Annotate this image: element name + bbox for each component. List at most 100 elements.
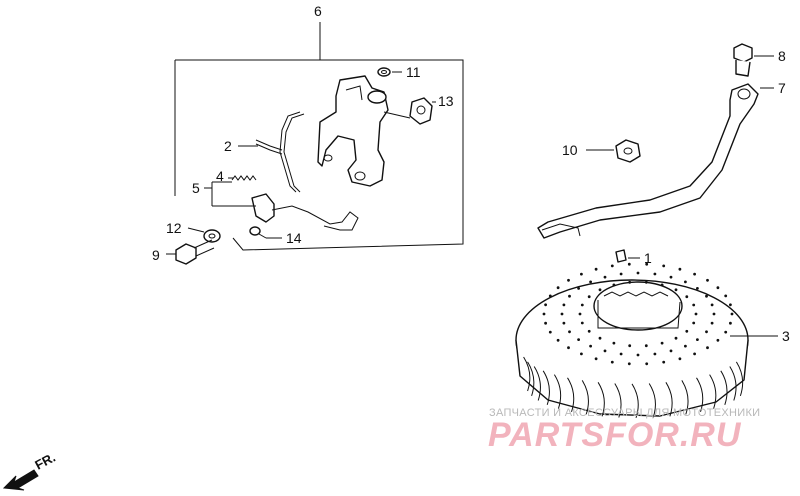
flywheel-hole	[669, 275, 673, 279]
flywheel-hole	[724, 330, 728, 334]
flywheel-hole	[706, 346, 709, 350]
flywheel-hole	[603, 275, 607, 279]
flywheel-hole	[705, 294, 708, 298]
arrow-icon	[2, 469, 39, 491]
flywheel-fin	[681, 380, 689, 415]
label-6: 6	[314, 3, 322, 19]
clip-13	[409, 97, 436, 125]
label-12: 12	[166, 220, 182, 236]
flywheel-hole	[692, 321, 696, 325]
flywheel-hole	[653, 272, 657, 276]
flywheel-hole	[692, 303, 696, 307]
flywheel-hole	[653, 352, 657, 356]
flywheel-hole	[627, 362, 631, 366]
flywheel-hole	[674, 336, 678, 340]
flywheel-fin	[735, 361, 744, 397]
flywheel-hole	[598, 288, 602, 292]
flywheel-hole	[619, 352, 623, 356]
flywheel-holes	[542, 262, 734, 366]
flywheel-fin	[709, 374, 717, 409]
label-14: 14	[286, 230, 302, 246]
flywheel-hole	[662, 264, 666, 268]
direction-arrow: FR.	[2, 450, 58, 491]
flywheel-hole	[587, 295, 591, 299]
direction-label: FR.	[32, 450, 58, 473]
flywheel-fin	[597, 382, 605, 417]
flywheel-hole	[712, 312, 716, 316]
flywheel-hole	[669, 349, 673, 353]
flywheel-hole	[560, 312, 564, 316]
label-3: 3	[782, 328, 790, 344]
washer-12	[187, 227, 221, 243]
flywheel-fin	[696, 377, 704, 412]
nut-11	[377, 67, 402, 77]
label-1: 1	[644, 250, 652, 266]
flywheel-hole	[587, 329, 591, 333]
flywheel-hole	[696, 338, 699, 341]
flywheel-hole	[580, 303, 584, 307]
flywheel-hole	[716, 338, 720, 342]
watermark-logo: PARTSFOR.RU	[488, 416, 742, 454]
flywheel-hole	[594, 357, 598, 361]
flywheel-hole	[594, 267, 598, 271]
label-4: 4	[216, 168, 224, 184]
flywheel-hole	[705, 330, 708, 334]
flywheel-hole	[567, 346, 570, 350]
label-9: 9	[152, 247, 160, 263]
flywheel-hole	[710, 303, 714, 307]
flywheel-hole	[544, 303, 547, 307]
label-10: 10	[562, 142, 578, 158]
flywheel-hole	[696, 287, 699, 290]
flywheel-hole	[612, 283, 616, 287]
flywheel-hole	[645, 262, 649, 266]
flywheel-hole	[660, 283, 664, 287]
flywheel-hole	[589, 344, 592, 348]
nut-10	[586, 139, 641, 163]
label-2: 2	[224, 138, 232, 154]
flywheel-fin	[614, 383, 622, 418]
flywheel-fin	[527, 361, 535, 397]
brake-arm-7	[537, 83, 774, 239]
assembly-box-6	[174, 22, 464, 251]
flywheel-hole	[556, 286, 560, 290]
flywheel-hole	[589, 280, 592, 284]
flywheel-hole	[636, 353, 640, 357]
flywheel-hole	[542, 312, 546, 316]
flywheel-hole	[729, 321, 732, 325]
flywheel-fin	[648, 383, 656, 418]
flywheel-hole	[685, 329, 689, 333]
label-11: 11	[406, 64, 421, 80]
flywheel-hole	[684, 344, 687, 348]
flywheel-hole	[628, 344, 632, 348]
flywheel-fin	[523, 356, 531, 392]
flywheel-hole	[577, 287, 580, 290]
lever-5	[204, 181, 359, 231]
flywheel-hole	[619, 272, 623, 276]
flywheel-hole	[660, 341, 664, 345]
flywheel-hole	[685, 295, 689, 299]
flywheel-hole	[568, 330, 571, 334]
watermark: ЗАПЧАСТИ И АКСЕССУАРЫ ДЛЯ МОТОТЕХНИКИ PA…	[488, 407, 760, 454]
flywheel-fin	[720, 370, 728, 405]
flywheel-hole	[724, 294, 728, 298]
flywheel-hole	[603, 349, 607, 353]
flywheel-hole	[636, 271, 640, 275]
flywheel-hole	[556, 338, 560, 342]
flywheel-hole	[578, 312, 582, 316]
label-7: 7	[778, 80, 786, 96]
flywheel-hole	[544, 321, 547, 325]
flywheel-hole	[710, 321, 714, 325]
flywheel-fins	[523, 356, 744, 419]
label-8: 8	[778, 48, 786, 64]
flywheel-fin	[729, 366, 737, 401]
flywheel-3	[515, 262, 778, 419]
flywheel-hole	[568, 294, 571, 298]
label-13: 13	[438, 93, 454, 109]
flywheel-fin	[542, 370, 550, 405]
flywheel-hole	[678, 357, 682, 361]
flywheel-hole	[548, 330, 552, 334]
flywheel-hole	[598, 336, 602, 340]
flywheel-hole	[674, 288, 678, 292]
flywheel-hole	[645, 362, 649, 366]
